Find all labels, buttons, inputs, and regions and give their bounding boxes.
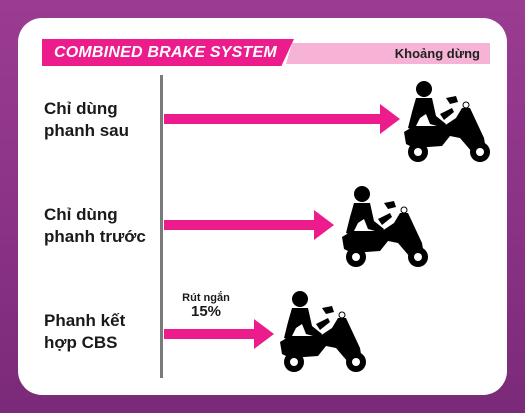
stopping-distance-header: Khoảng dừng xyxy=(286,43,490,64)
reduction-label: Rút ngắn xyxy=(182,292,230,304)
reduction-value: 15% xyxy=(190,303,222,320)
diagram-panel: COMBINED BRAKE SYSTEM Khoảng dừng Chỉ dù… xyxy=(18,18,507,395)
start-line xyxy=(160,75,163,378)
row-label-rear-brake: Chỉ dùng phanh sau xyxy=(44,99,130,140)
distance-arrow-front-brake xyxy=(164,210,334,240)
scooter-rider-icon xyxy=(338,183,430,269)
scooter-rider-icon xyxy=(400,78,492,164)
reduction-note: Rút ngắn 15% xyxy=(170,292,242,320)
row-label-front-brake: Chỉ dùng phanh trước xyxy=(44,205,146,246)
scooter-rider-icon xyxy=(276,288,368,374)
row-label-cbs: Phanh kết hợp CBS xyxy=(44,311,126,352)
distance-arrow-cbs xyxy=(164,319,274,349)
diagram-title: COMBINED BRAKE SYSTEM xyxy=(42,39,294,66)
distance-arrow-rear-brake xyxy=(164,104,400,134)
